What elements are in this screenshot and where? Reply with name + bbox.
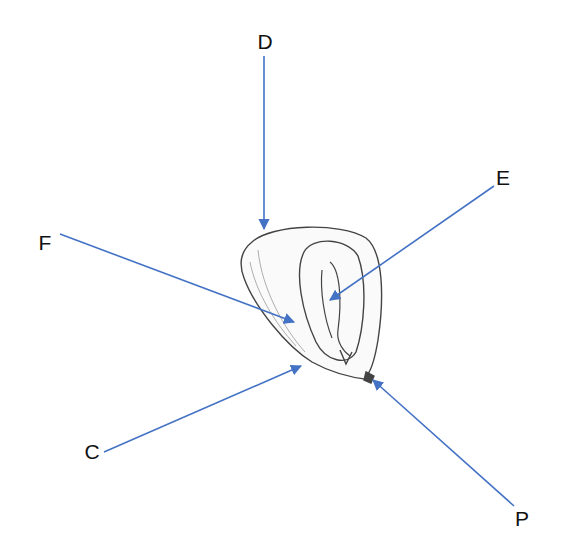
pedicel-tip bbox=[364, 372, 374, 383]
leader-line bbox=[330, 186, 494, 300]
leader-lines bbox=[60, 56, 514, 506]
kernel-outline bbox=[241, 227, 381, 380]
leader-line bbox=[104, 366, 301, 452]
embryo-groove bbox=[321, 262, 350, 356]
maize-kernel bbox=[241, 227, 381, 383]
embryo-outline bbox=[300, 241, 364, 360]
part-letter: F bbox=[39, 232, 52, 253]
part-letter: C bbox=[84, 441, 99, 462]
leader-line bbox=[373, 380, 514, 506]
embryo-notch bbox=[340, 350, 352, 364]
leader-line bbox=[263, 56, 265, 229]
leader-line bbox=[60, 234, 294, 322]
part-letter: P bbox=[515, 508, 529, 529]
part-letter: D bbox=[257, 31, 272, 52]
part-letter: E bbox=[496, 167, 510, 188]
kernel-shading bbox=[250, 250, 305, 352]
